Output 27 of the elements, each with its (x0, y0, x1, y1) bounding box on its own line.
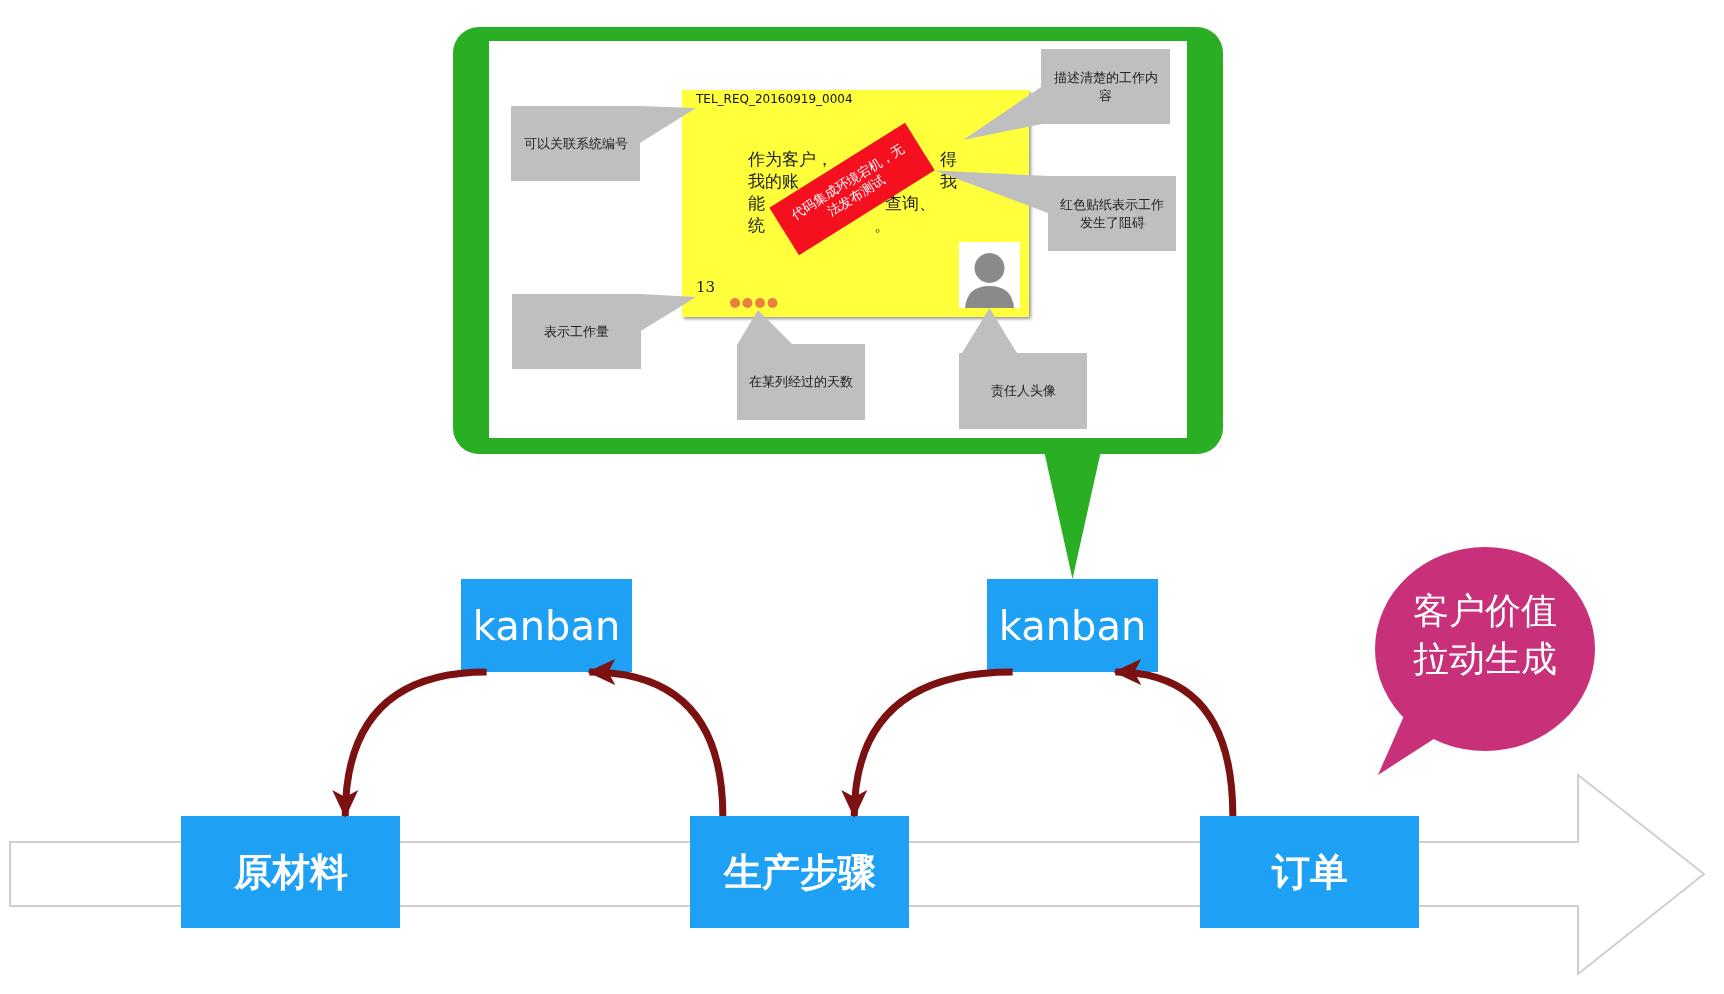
curved-arrow (587, 660, 727, 817)
process-box: 订单 (1200, 816, 1419, 928)
callout-pointer (639, 106, 696, 144)
description-text: 能 (748, 192, 765, 215)
callout-pointer (961, 308, 1018, 354)
curved-arrow (842, 668, 1013, 818)
process-box: 生产步骤 (690, 816, 909, 928)
callout-pointer (963, 86, 1042, 140)
curved-arrow (333, 668, 487, 818)
dots-icon (729, 296, 779, 310)
speech-bubble (453, 27, 1223, 454)
callout-pointer (640, 294, 696, 332)
sticky-note (682, 90, 1029, 317)
callout-box: 红色贴纸表示工作发生了阻碍 (1048, 176, 1176, 251)
kanban-box: kanban (461, 579, 632, 672)
callout-pointer (934, 170, 1049, 214)
curved-arrow (1113, 660, 1237, 817)
avatar-icon (959, 242, 1020, 308)
description-text: 统 (748, 214, 765, 237)
kanban-box: kanban (987, 579, 1158, 672)
callout-pointer (737, 310, 793, 345)
card-id-text: TEL_REQ_20160919_0004 (696, 92, 896, 110)
description-text: 。 (874, 214, 891, 237)
description-text: 得 (940, 148, 957, 171)
estimate-number: 13 (696, 278, 726, 300)
callout-pointer (1044, 453, 1101, 579)
process-box: 原材料 (181, 816, 400, 928)
